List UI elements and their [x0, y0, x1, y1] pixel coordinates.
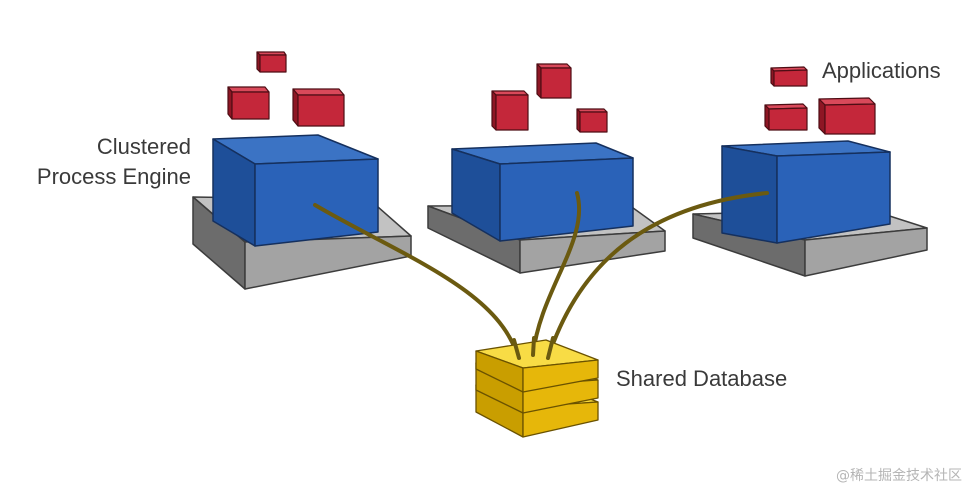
shared-database-label: Shared Database [616, 366, 788, 391]
watermark: @稀土掘金技术社区 [836, 468, 962, 484]
engine-label-line2: Process Engine [36, 164, 191, 189]
engine-node-left [192, 51, 412, 290]
connector-middle [531, 191, 582, 357]
clustered-process-engine-label: Clustered Process Engine [37, 132, 191, 192]
connector-left [313, 203, 520, 360]
engine-box-middle [451, 142, 634, 242]
application-cubes-middle [491, 63, 608, 133]
engine-node-right [692, 66, 928, 277]
database-connectors [313, 191, 769, 360]
shared-database [475, 339, 599, 438]
connector-right [546, 191, 769, 360]
applications-label: Applications [822, 58, 941, 83]
engine-box-left [212, 134, 379, 247]
engine-box-right [721, 140, 891, 244]
engine-label-line1: Clustered [96, 134, 191, 159]
engine-node-middle [427, 63, 666, 274]
connector-tips [512, 336, 555, 360]
application-cubes-left [227, 51, 345, 127]
application-cubes-right [764, 66, 876, 135]
